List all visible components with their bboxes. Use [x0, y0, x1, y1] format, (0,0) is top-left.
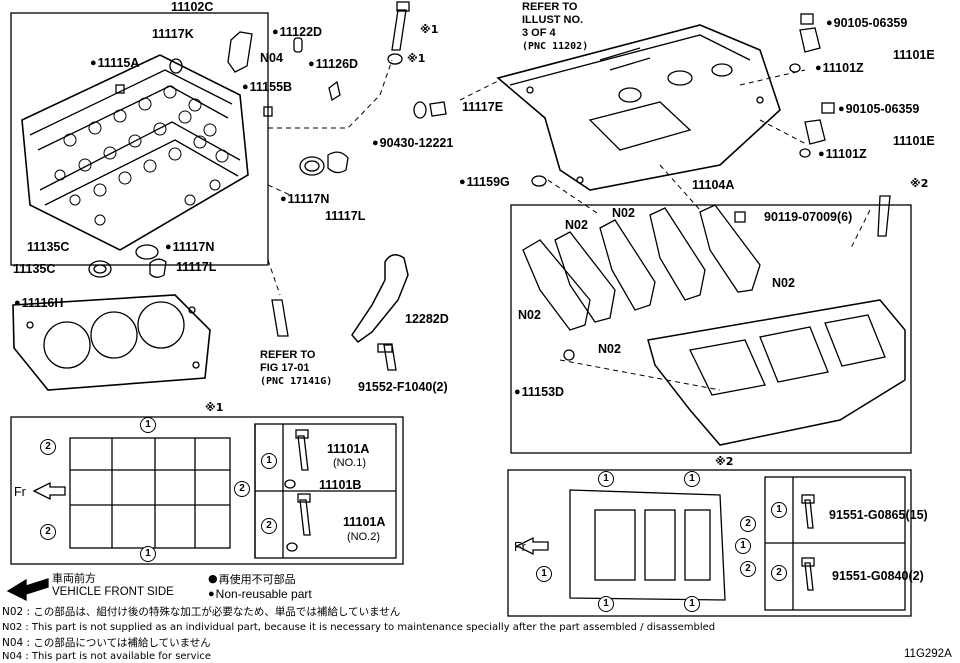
callout2-1-top-right: 1 [684, 471, 700, 487]
front-label-1: Fr [14, 485, 26, 499]
callout-2-left-top: 2 [40, 439, 56, 455]
label-n04: N04 [260, 51, 283, 65]
front-label-2: Fr [514, 540, 526, 554]
label-11101z-b: 11101Z [818, 148, 867, 161]
label-kome2: ※2 [910, 177, 929, 190]
label-11117l-b: 11117L [176, 260, 217, 274]
label-head-assy: 11102C [171, 0, 214, 14]
camshaft-caps [522, 204, 761, 331]
cam-housing-box [510, 204, 912, 454]
label-11116h: 11116H [14, 297, 64, 310]
section2-part2: 91551-G0840(2) [832, 569, 924, 583]
label-11101e-b: 11101E [893, 134, 935, 148]
bolt-pattern-box-2 [507, 469, 912, 617]
cam-housing-top-view [569, 489, 726, 601]
label-11117n-a: 11117N [280, 193, 330, 206]
label-11117k: 11117K [152, 27, 194, 41]
section1-part1: 11101A [327, 442, 370, 456]
note-n04-jp: N04 : この部品については補給していません [2, 637, 211, 649]
label-n02-3: N02 [772, 276, 795, 290]
label-90105-a: 90105-06359 [826, 17, 908, 30]
bracket-12282d [351, 254, 409, 344]
label-11104a: 11104A [692, 178, 735, 192]
label-n02-1: N02 [612, 206, 635, 220]
label-11101z-a: 11101Z [815, 62, 864, 75]
label-11117l-a: 11117L [325, 209, 366, 223]
callout2-1-top-left: 1 [598, 471, 614, 487]
label-11153d: 11153D [514, 386, 564, 399]
callout2-2-right-top: 2 [740, 516, 756, 532]
label-n02-5: N02 [598, 342, 621, 356]
section1-part1-note: (NO.1) [333, 457, 366, 469]
section2-title: ※2 [715, 455, 734, 468]
head-top-view-1 [69, 437, 231, 549]
label-n02-2: N02 [565, 218, 588, 232]
bolt-pattern-box-1 [10, 416, 404, 565]
legend1-circle-1: 1 [261, 453, 277, 469]
ref-illust-line1: REFER TO [522, 1, 578, 13]
callout-2-left-bottom: 2 [40, 524, 56, 540]
ref-illust-line2: ILLUST NO. [522, 14, 584, 26]
note-n02-jp: N02 : この部品は、組付け後の特殊な加工が必要なため、単品では補給していませ… [2, 606, 401, 618]
legend-front-jp: 車両前方 [52, 572, 96, 585]
ref-illust-line4: (PNC 11202) [522, 41, 589, 52]
label-kome1-b: ※1 [407, 52, 426, 65]
legend-front-en: VEHICLE FRONT SIDE [52, 586, 174, 598]
section1-part3: 11101A [343, 515, 386, 529]
callout-2-right: 2 [234, 481, 250, 497]
label-11117n-b: 11117N [165, 241, 215, 254]
note-n02-en: N02 : This part is not supplied as an in… [2, 622, 716, 633]
label-12282d: 12282D [405, 312, 449, 326]
callout2-1-bottom-right: 1 [684, 596, 700, 612]
legend2-circle-1: 1 [771, 502, 787, 518]
callout2-1-right: 1 [735, 538, 751, 554]
label-11126d: 11126D [308, 58, 358, 71]
section1-part2: 11101B [319, 478, 362, 492]
label-90430: 90430-12221 [372, 137, 454, 150]
label-90119: 90119-07009(6) [764, 210, 853, 224]
section1-title: ※1 [205, 401, 224, 414]
label-11135c-a: 11135C [27, 240, 70, 254]
illustration-code: 11G292A [904, 648, 952, 660]
label-kome1-a: ※1 [420, 23, 439, 36]
vehicle-front-arrow [6, 578, 49, 602]
n04-dowel [227, 31, 253, 73]
label-11117e: 11117E [462, 100, 504, 114]
ref-illust-line3: 3 OF 4 [522, 27, 556, 39]
label-11122d: 11122D [272, 26, 322, 39]
legend1-circle-2: 2 [261, 518, 277, 534]
label-11101e-a: 11101E [893, 48, 935, 62]
label-91552: 91552-F1040(2) [358, 380, 448, 394]
section2-part1: 91551-G0865(15) [829, 508, 928, 522]
label-n02-4: N02 [518, 308, 541, 322]
legend-nonreuse-jp: 再使用不可部品 [208, 573, 296, 585]
head-gasket [12, 294, 211, 391]
ref-fig-line1: REFER TO [260, 349, 316, 361]
callout2-1-bottom-left: 1 [598, 596, 614, 612]
cylinder-head-assembly [21, 54, 249, 251]
callout-1-top: 1 [140, 417, 156, 433]
camshaft-housing [647, 299, 906, 446]
section1-part3-note: (NO.2) [347, 531, 380, 543]
legend2-circle-2: 2 [771, 565, 787, 581]
label-11159g: 11159G [459, 176, 510, 189]
ref-fig-line2: FIG 17-01 [260, 362, 310, 374]
label-11155b: 11155B [242, 81, 292, 94]
callout2-1-left: 1 [536, 566, 552, 582]
cylinder-head-box [10, 12, 269, 266]
legend-nonreuse-en: Non-reusable part [208, 588, 312, 600]
ref-fig-line3: (PNC 17141G) [260, 376, 333, 387]
label-90105-b: 90105-06359 [838, 103, 920, 116]
note-n04-en: N04 : This part is not available for ser… [2, 651, 212, 662]
label-11115a: 11115A [90, 57, 140, 70]
cylinder-head-cover [496, 24, 781, 191]
label-11135c-b: 11135C [13, 262, 56, 276]
callout-1-bottom: 1 [140, 546, 156, 562]
callout2-2-right-bottom: 2 [740, 561, 756, 577]
